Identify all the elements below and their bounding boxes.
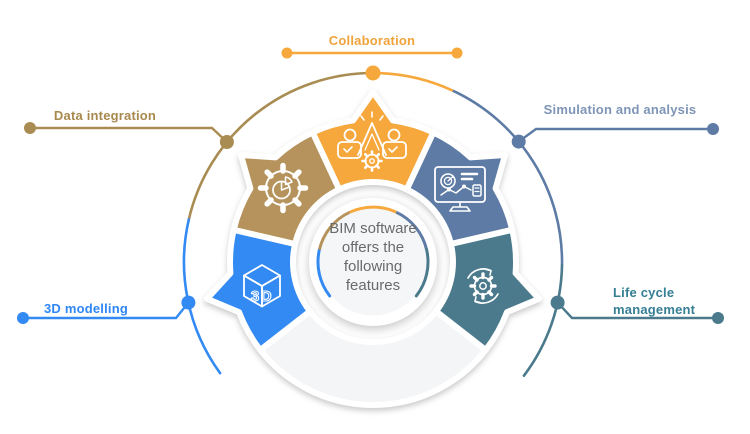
center-hub	[309, 198, 437, 326]
outer-arc-data-integration	[187, 71, 374, 220]
center-title-line: features	[345, 277, 401, 294]
center-circle-inner	[319, 208, 427, 316]
label-3d-modelling: 3D modelling	[43, 301, 129, 316]
outer-arc-simulation	[452, 89, 564, 266]
label-collaboration: Collaboration	[328, 33, 416, 48]
connector-dots	[17, 47, 724, 324]
dot-lifecycle-end	[712, 312, 724, 324]
connector-data-integration	[30, 126, 228, 143]
dot-lifecycle-arc	[550, 295, 565, 310]
segment-lifecycle	[433, 226, 542, 353]
dot-collaboration-left	[281, 47, 293, 59]
dot-data-arc	[219, 135, 234, 149]
segment-bottom-plain	[257, 308, 489, 408]
dot-simulation-arc	[511, 134, 526, 149]
cube-3d-icon: 3D	[243, 264, 281, 308]
gear-pie-icon	[257, 162, 309, 214]
lifecycle-gear-icon	[467, 268, 499, 304]
donut-segments	[204, 89, 542, 408]
center-title: BIM software offers the following featur…	[298, 219, 448, 295]
dot-data-end	[24, 122, 36, 134]
dot-simulation-end	[707, 123, 719, 135]
dot-3d-end	[17, 312, 29, 324]
analysis-monitor-icon	[434, 166, 486, 212]
dot-3d-arc	[181, 295, 196, 310]
center-title-line: BIM software	[329, 220, 417, 237]
connector-lifecycle	[556, 301, 718, 320]
label-life-cycle-management: Life cycle management	[613, 285, 696, 317]
outer-arc-collaboration	[372, 71, 454, 92]
center-title-line: offers the	[341, 239, 405, 256]
center-ring-arcs	[316, 205, 430, 298]
connector-simulation	[517, 127, 713, 143]
outer-arc-lifecycle	[522, 264, 564, 377]
center-title-line: following	[343, 258, 403, 275]
dot-collaboration-right	[451, 47, 463, 59]
cube-3d-icon-text: 3D	[251, 288, 273, 305]
label-data-integration: Data integration	[53, 108, 157, 123]
dot-collaboration-arc	[365, 65, 381, 81]
team-collaboration-icon	[337, 111, 407, 172]
label-simulation-and-analysis: Simulation and analysis	[543, 102, 697, 117]
